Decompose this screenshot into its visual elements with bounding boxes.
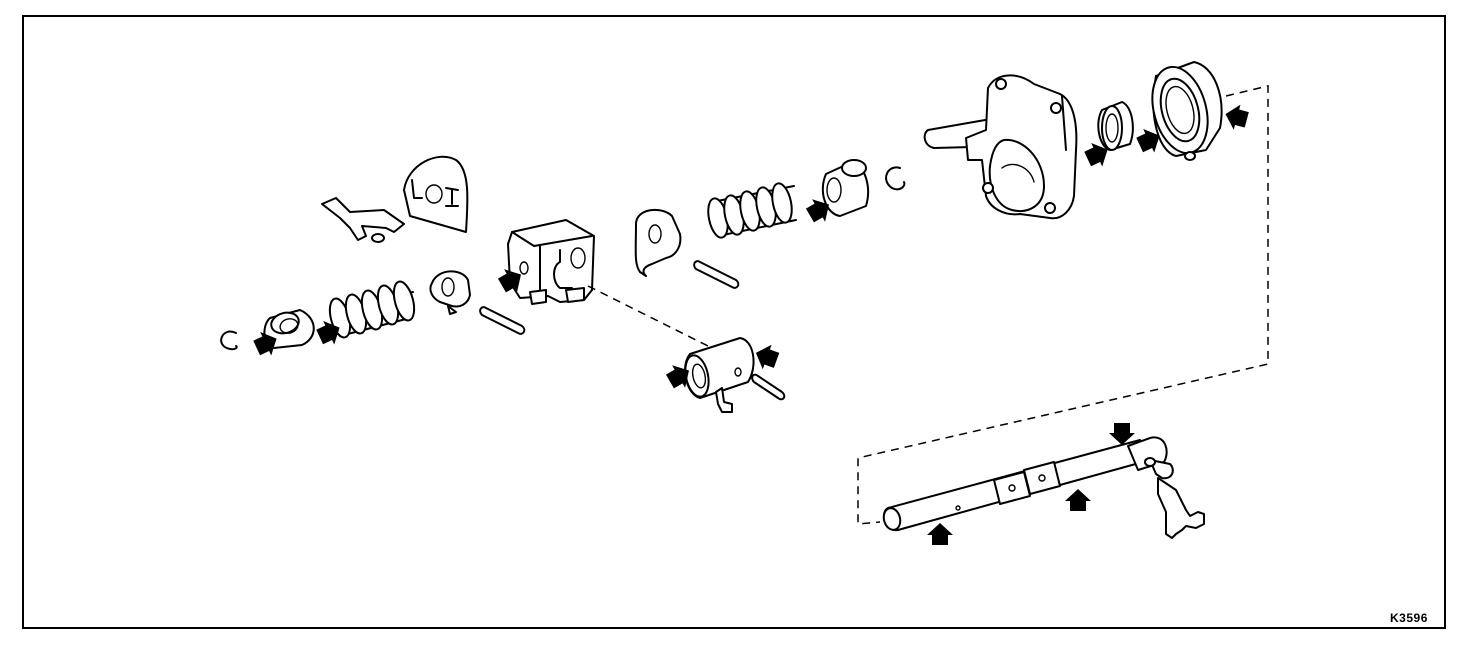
spring-seat-right [821, 159, 870, 217]
lube-arrow [927, 523, 953, 545]
dashed-leader-bearing-shaft [857, 85, 1269, 525]
oil-seal [1097, 101, 1134, 151]
lube-arrow [1065, 489, 1091, 511]
circlip-right [885, 166, 906, 191]
retaining-plate [403, 155, 469, 233]
bearing-cup [1151, 61, 1223, 161]
selector-housing [507, 219, 595, 305]
detent-cam-left [429, 270, 471, 315]
roll-pin-left [479, 306, 526, 335]
lube-arrow [751, 340, 782, 373]
extension-housing [923, 74, 1078, 220]
selector-cam [634, 208, 682, 277]
selector-sleeve [684, 337, 755, 413]
figure-reference-code: K3596 [1390, 611, 1428, 625]
spring-left [328, 280, 416, 339]
interlock-plate [321, 197, 405, 243]
selector-shaft [882, 436, 1205, 539]
circlip-left [220, 330, 238, 351]
lubrication-arrows [251, 101, 1251, 545]
roll-pin-sleeve [751, 373, 786, 401]
lube-arrow [1222, 101, 1251, 133]
spring-seat-left [263, 309, 315, 349]
dashed-leader-housing-sleeve [587, 285, 709, 347]
roll-pin-center [693, 260, 740, 289]
spring-right [707, 182, 797, 239]
